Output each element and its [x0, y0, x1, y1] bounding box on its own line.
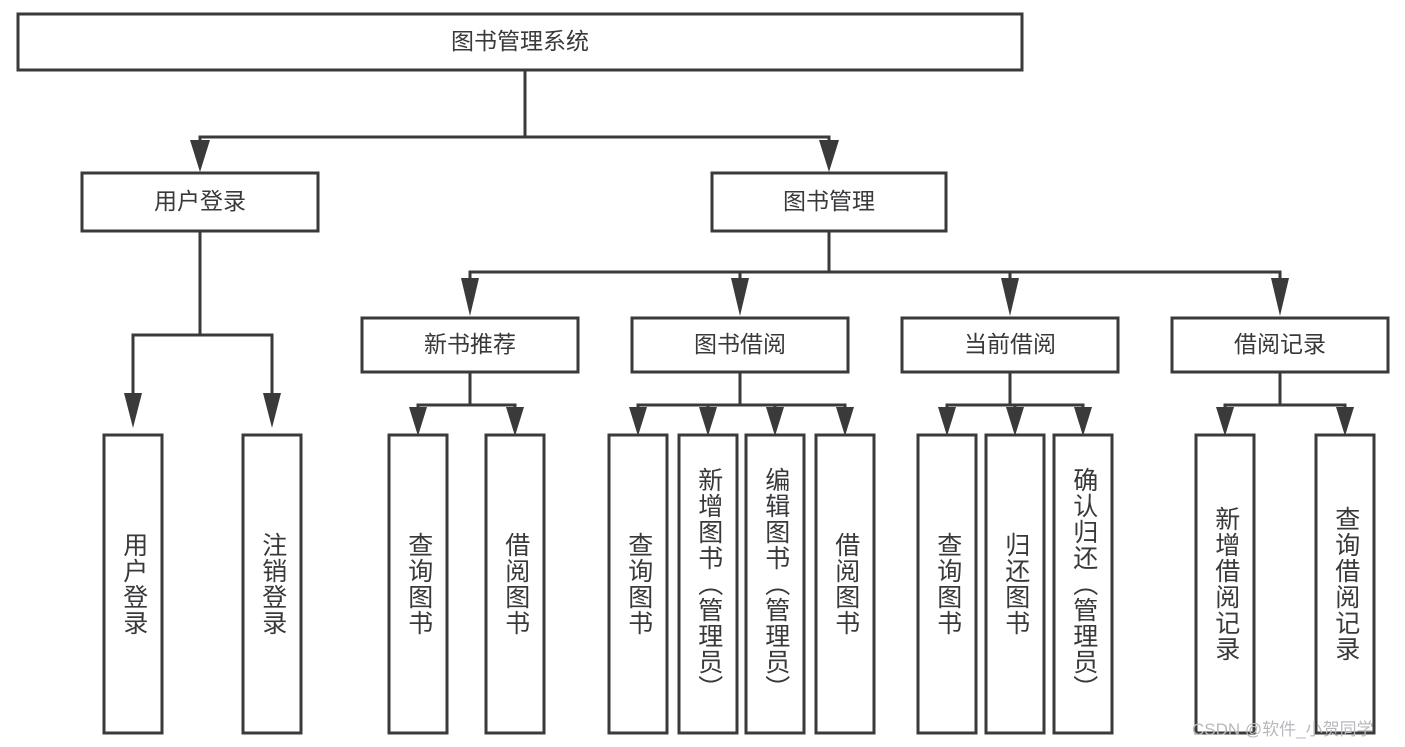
arrowhead-level2-1: [819, 140, 839, 172]
leaf-box-book-borrow-1[interactable]: [677, 433, 739, 735]
node-root-label: 图书管理系统: [451, 28, 589, 54]
node-borrow-record-label: 借阅记录: [1234, 331, 1326, 357]
leaf-label-current-borrow-0: 查询图书: [933, 532, 962, 636]
arrowhead-currentborrow-1: [1006, 407, 1024, 436]
leaf-label-borrow-record-0: 新增借阅记录: [1211, 506, 1240, 662]
arrowhead-level3-0: [461, 278, 479, 316]
arrowhead-level3-2: [1001, 278, 1019, 316]
leaf-label-current-borrow-2: 确认归还（管理员）: [1069, 467, 1098, 701]
leaf-box-current-borrow-1[interactable]: [984, 433, 1046, 735]
arrowhead-level3-1: [731, 278, 749, 316]
node-book-manage-label: 图书管理: [783, 188, 875, 214]
arrowhead-level2-0: [190, 140, 210, 172]
leaf-box-user-login-1[interactable]: [241, 433, 303, 735]
node-borrow-record[interactable]: 借阅记录: [1170, 316, 1390, 374]
arrowhead-currentborrow-2: [1074, 407, 1092, 436]
csdn-watermark: CSDN @软件_小贺同学: [1192, 720, 1374, 739]
node-new-book-recommend-box[interactable]: [360, 316, 580, 374]
arrowhead-bookborrow-2: [766, 407, 784, 436]
node-user-login[interactable]: 用户登录: [80, 171, 320, 233]
leaf-label-book-borrow-0: 查询图书: [624, 532, 653, 636]
leaf-label-book-borrow-3: 借阅图书: [831, 532, 860, 636]
leaf-label-book-borrow-2: 编辑图书（管理员）: [761, 467, 790, 701]
arrowhead-currentborrow-0: [938, 407, 956, 436]
leaf-box-new-book-1[interactable]: [484, 433, 546, 735]
leaf-label-borrow-record-1: 查询借阅记录: [1331, 506, 1360, 662]
leaf-box-book-borrow-2[interactable]: [744, 433, 806, 735]
node-new-book-recommend[interactable]: 新书推荐: [360, 316, 580, 374]
arrowhead-borrowrecord-0: [1216, 407, 1234, 436]
arrowhead-level3-3: [1271, 278, 1289, 316]
leaf-label-user-login-0: 用户登录: [119, 532, 148, 636]
node-current-borrow-label: 当前借阅: [964, 331, 1056, 357]
arrowhead-newbook-0: [409, 407, 427, 436]
node-root[interactable]: 图书管理系统: [16, 12, 1024, 72]
arrowhead-userlogin-0: [124, 393, 142, 428]
node-current-borrow[interactable]: 当前借阅: [900, 316, 1120, 374]
node-user-login-label: 用户登录: [154, 188, 246, 214]
node-current-borrow-box[interactable]: [900, 316, 1120, 374]
leaf-label-current-borrow-1: 归还图书: [1001, 532, 1030, 636]
leaf-box-new-book-0[interactable]: [387, 433, 449, 735]
arrowhead-newbook-1: [506, 407, 524, 436]
arrowhead-userlogin-1: [263, 393, 281, 428]
leaf-label-book-borrow-1: 新增图书（管理员）: [694, 467, 723, 701]
leaf-box-user-login-0[interactable]: [102, 433, 164, 735]
arrowhead-bookborrow-1: [699, 407, 717, 436]
leaf-label-new-book-0: 查询图书: [404, 532, 433, 636]
node-root-box[interactable]: [16, 12, 1024, 72]
arrowhead-bookborrow-3: [836, 407, 854, 436]
arrowhead-bookborrow-0: [629, 407, 647, 436]
node-book-manage[interactable]: 图书管理: [710, 171, 948, 233]
leaf-box-borrow-record-1[interactable]: [1314, 433, 1376, 735]
node-book-borrow[interactable]: 图书借阅: [630, 316, 850, 374]
node-new-book-recommend-label: 新书推荐: [424, 331, 516, 357]
leaf-box-current-borrow-2[interactable]: [1052, 433, 1114, 735]
arrowhead-borrowrecord-1: [1336, 407, 1354, 436]
leaf-box-borrow-record-0[interactable]: [1194, 433, 1256, 735]
leaf-box-book-borrow-3[interactable]: [814, 433, 876, 735]
leaf-box-book-borrow-0[interactable]: [607, 433, 669, 735]
leaf-label-user-login-1: 注销登录: [258, 532, 287, 636]
node-book-borrow-label: 图书借阅: [694, 331, 786, 357]
leaf-label-new-book-1: 借阅图书: [501, 532, 530, 636]
leaf-box-current-borrow-0[interactable]: [916, 433, 978, 735]
